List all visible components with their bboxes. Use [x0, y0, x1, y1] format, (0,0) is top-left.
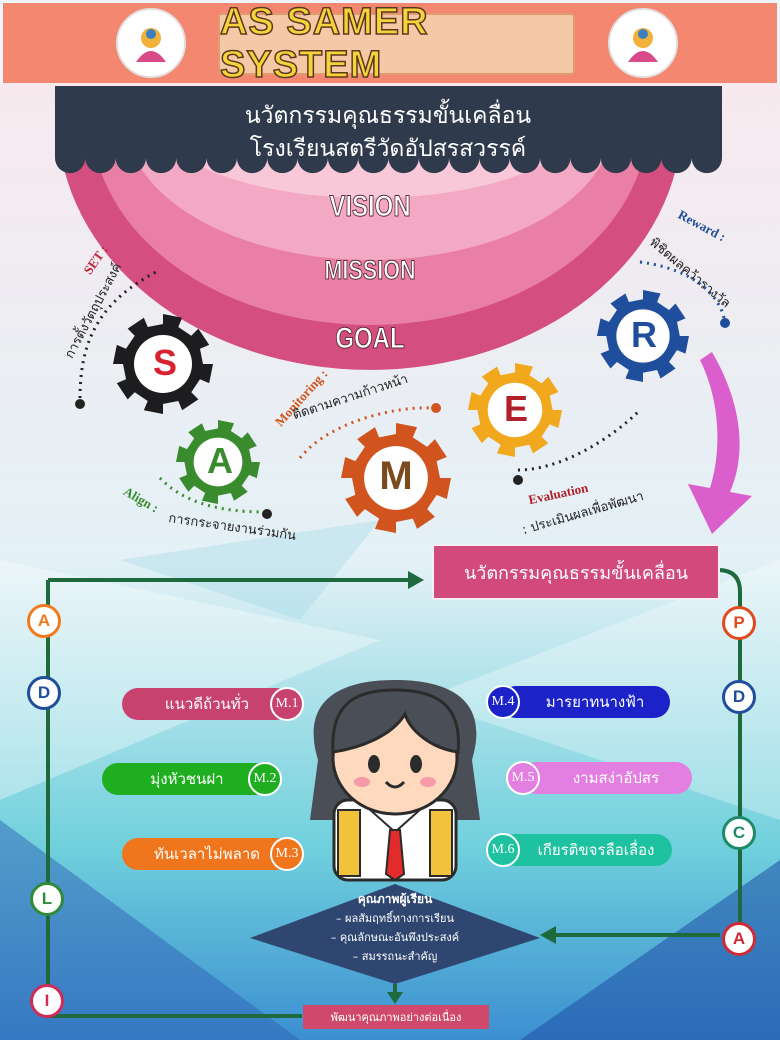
gear-s-letter: S: [152, 342, 177, 383]
cycle-left-1: A: [19, 596, 69, 646]
vision-label: VISION: [329, 190, 411, 224]
gear-r-hub: [616, 309, 670, 363]
mission-label: MISSION: [324, 255, 416, 286]
cycle-right-1: P: [714, 598, 764, 648]
level-m1-pill: แนวดีถ้วนทั่ว: [122, 688, 292, 720]
gear-m-hub: [364, 446, 428, 510]
page-title: AS SAMER SYSTEM: [219, 0, 429, 87]
gear-e-letter: E: [503, 388, 528, 429]
school-emblem-icon: [116, 8, 186, 78]
quality-item: – ผลสัมฤทธิ์ทางการเรียน: [336, 912, 454, 925]
cycle-right-2: D: [714, 672, 764, 722]
quality-block: คุณภาพผู้เรียน – ผลสัมฤทธิ์ทางการเรียน –…: [250, 890, 540, 966]
top-title-line2: โรงเรียนสตรีวัดอัปสรสวรรค์: [249, 136, 527, 162]
level-m5-pill: งามสง่าอัปสร: [520, 762, 692, 794]
title-panel: [55, 86, 722, 174]
gear-s-hub: [134, 335, 192, 393]
top-title: นวัตกรรมคุณธรรมขั้นเคลื่อน โรงเรียนสตรีว…: [60, 100, 716, 166]
cycle-right-3: C: [714, 808, 764, 858]
top-title-line1: นวัตกรรมคุณธรรมขั้นเคลื่อน: [244, 103, 532, 129]
gear-e-hub: [487, 382, 543, 438]
level-m1-badge: M.1: [270, 687, 304, 721]
innovation-banner: นวัตกรรมคุณธรรมขั้นเคลื่อน: [432, 544, 720, 600]
level-m3-badge: M.3: [270, 837, 304, 871]
cycle-c-icon: C: [722, 816, 756, 850]
header-title-box: AS SAMER SYSTEM: [218, 0, 575, 87]
quality-item: – คุณลักษณะอันพึงประสงค์: [330, 931, 460, 944]
quality-title: คุณภาพผู้เรียน: [357, 892, 433, 906]
continuous-improvement-bar: พัฒนาคุณภาพอย่างต่อเนื่อง: [303, 1005, 489, 1029]
level-m2-badge: M.2: [248, 762, 282, 796]
cycle-a-icon: A: [722, 922, 756, 956]
quality-item: – สมรรถนะสำคัญ: [352, 950, 438, 963]
cycle-l-icon: L: [30, 882, 64, 916]
level-m4-badge: M.4: [486, 685, 520, 719]
cycle-i-icon: I: [30, 984, 64, 1018]
cycle-p-icon: P: [722, 606, 756, 640]
school-emblem-icon: [608, 8, 678, 78]
level-m5-badge: M.5: [506, 761, 540, 795]
level-m6-badge: M.6: [486, 833, 520, 867]
level-m4-pill: มารยาทนางฟ้า: [500, 686, 670, 718]
goal-label: GOAL: [335, 322, 405, 356]
level-m3-pill: ทันเวลาไม่พลาด: [122, 838, 292, 870]
student-avatar-icon: [310, 680, 480, 882]
gear-r-letter: R: [631, 314, 657, 355]
cycle-d-icon: D: [722, 680, 756, 714]
cycle-a-icon: A: [27, 604, 61, 638]
gear-a-hub: [193, 437, 243, 487]
gear-a-letter: A: [207, 440, 233, 481]
cycle-left-3: L: [22, 874, 72, 924]
cycle-left-4: I: [22, 976, 72, 1026]
level-m2-pill: มุ่งหัวชนฝา: [102, 763, 272, 795]
cycle-d-icon: D: [27, 676, 61, 710]
cycle-left-2: D: [19, 668, 69, 718]
cycle-right-4: A: [714, 914, 764, 964]
level-m6-pill: เกียรติขจรลือเลื่อง: [500, 834, 672, 866]
quality-diamond: [250, 884, 540, 984]
gear-m-letter: M: [379, 454, 413, 498]
